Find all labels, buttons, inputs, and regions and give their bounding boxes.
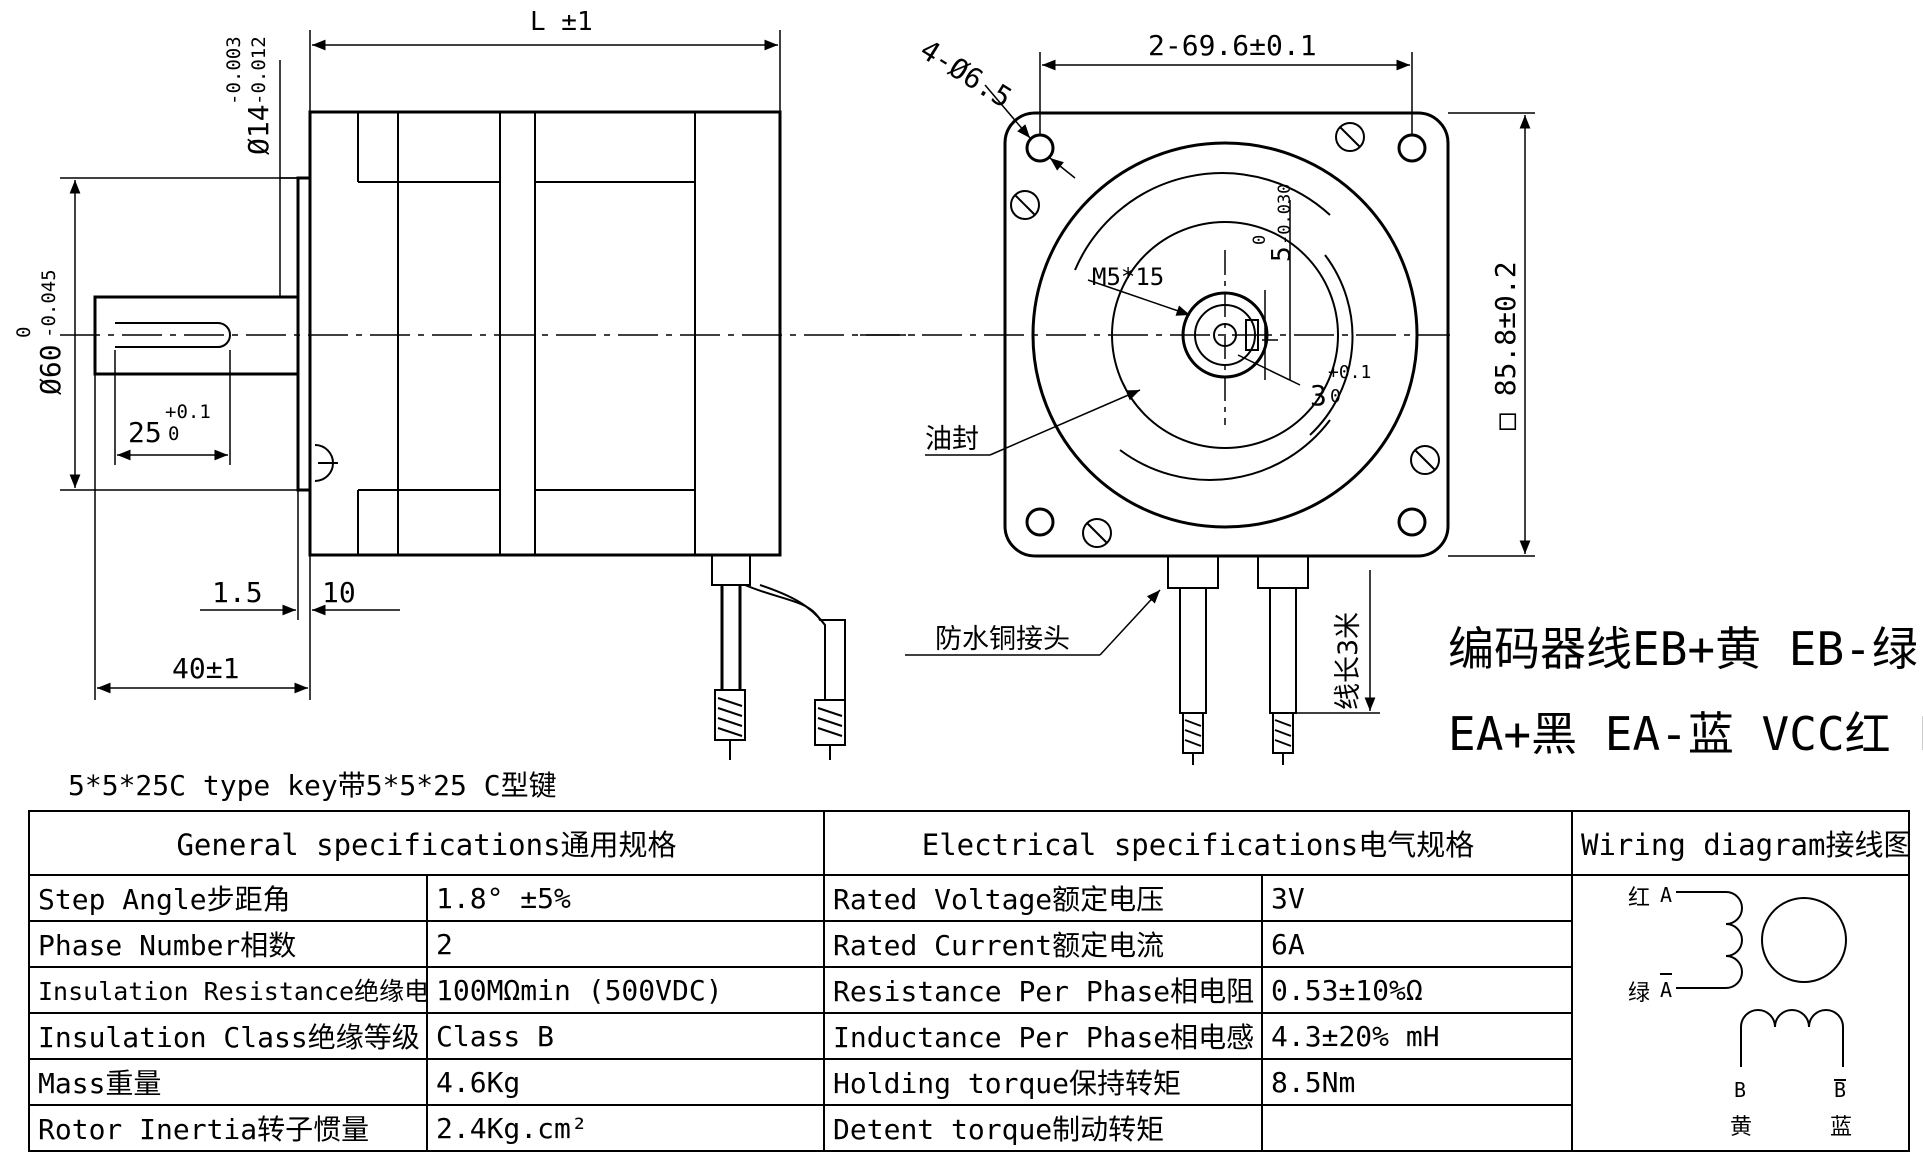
- general-value: 100MΩmin (500VDC): [425, 966, 826, 1014]
- general-value: 2.4Kg.cm²: [425, 1104, 826, 1152]
- wiring-header: Wiring diagram接线图: [1571, 810, 1911, 876]
- table-header-row: General specifications通用规格 Electrical sp…: [27, 810, 1911, 876]
- holes-label: 4-Ø6.5: [914, 33, 1017, 115]
- electrical-value: [1261, 1104, 1574, 1152]
- wire-red-label: 红: [1628, 886, 1650, 911]
- general-label: Insulation Resistance绝缘电阻: [28, 966, 428, 1014]
- table-row: Insulation Resistance绝缘电阻 100MΩmin (500V…: [28, 966, 1909, 1014]
- electrical-label: Rated Current额定电流: [823, 920, 1264, 968]
- wire-blue-label: 蓝: [1830, 1115, 1852, 1140]
- electrical-label: Holding torque保持转矩: [823, 1058, 1264, 1106]
- electrical-value: 0.53±10%Ω: [1261, 966, 1574, 1014]
- general-label: Step Angle步距角: [28, 874, 428, 922]
- key-depth-sup: +0.1: [1328, 362, 1371, 383]
- key-length-label: 25: [128, 416, 162, 449]
- keyway-tol-lower: -0.030: [1275, 184, 1295, 245]
- shaft-tol-lower: -0.012: [248, 36, 270, 105]
- general-value: 2: [425, 920, 826, 968]
- shaft-diameter-label: Ø14: [242, 104, 275, 155]
- key-note: 5*5*25C type key带5*5*25 C型键: [68, 769, 557, 802]
- wire-yellow-label: 黄: [1730, 1115, 1752, 1140]
- general-label: Rotor Inertia转子惯量: [28, 1104, 428, 1152]
- dim-40: 40±1: [172, 652, 239, 685]
- general-value: 4.6Kg: [425, 1058, 826, 1106]
- side-dimensions: [60, 30, 781, 700]
- flange-diameter-label: Ø60: [34, 344, 67, 395]
- wiring-cell: [1571, 874, 1911, 1152]
- encoder-line-2: EA+黑 EA-蓝 VCC红 EGND白: [1448, 707, 1923, 761]
- general-label: Phase Number相数: [28, 920, 428, 968]
- key-length-sub: 0: [168, 423, 179, 445]
- oil-seal-label: 油封: [925, 424, 979, 455]
- motor-symbol: [1761, 897, 1847, 983]
- spacing-label: 2-69.6±0.1: [1148, 29, 1317, 62]
- key-depth-label: 3: [1310, 379, 1327, 412]
- general-value: 1.8° ±5%: [425, 874, 826, 922]
- wire-green-label: 绿: [1628, 981, 1650, 1006]
- key-depth-sub: 0: [1330, 386, 1341, 407]
- table-row: Mass重量 4.6Kg Holding torque保持转矩 8.5Nm: [28, 1058, 1909, 1106]
- electrical-label: Rated Voltage额定电压: [823, 874, 1264, 922]
- side-dimension-text: L ±1 Ø14 -0.003 -0.012 Ø60 0 -0.045 25 +…: [13, 7, 593, 685]
- wiring-diagram: 红 A 绿 A B B 黄 蓝: [1628, 883, 1852, 1140]
- wire-a-bar-label: A: [1660, 978, 1672, 1002]
- motor-drawing: L ±1 Ø14 -0.003 -0.012 Ø60 0 -0.045 25 +…: [13, 7, 1923, 765]
- wire-b-label: B: [1734, 1078, 1746, 1102]
- table-row: Step Angle步距角 1.8° ±5% Rated Voltage额定电压…: [28, 874, 1911, 1152]
- electrical-label: Inductance Per Phase相电感: [823, 1012, 1264, 1060]
- thread-label: M5*15: [1092, 263, 1164, 291]
- general-header: General specifications通用规格: [27, 810, 826, 876]
- electrical-label: Resistance Per Phase相电阻: [823, 966, 1264, 1014]
- front-view: [860, 111, 1450, 765]
- electrical-value: 3V: [1261, 874, 1574, 922]
- electrical-label: Detent torque制动转矩: [823, 1104, 1264, 1152]
- wire-b-bar-label: B: [1834, 1078, 1846, 1102]
- key-length-sup: +0.1: [165, 401, 211, 423]
- general-label: Mass重量: [28, 1058, 428, 1106]
- keyway-width-label: 5: [1267, 246, 1297, 262]
- encoder-line-1: 编码器线EB+黄 EB-绿: [1448, 622, 1918, 676]
- dim-1-5: 1.5: [212, 576, 263, 609]
- table-row: Insulation Class绝缘等级 Class B Inductance …: [28, 1012, 1909, 1060]
- flange-tol-lower: -0.045: [38, 269, 60, 338]
- general-value: Class B: [425, 1012, 826, 1060]
- wire-a-label: A: [1660, 883, 1672, 907]
- square-size-label: □ 85.8±0.2: [1489, 261, 1522, 430]
- flange-tol-upper: 0: [13, 327, 35, 338]
- electrical-header: Electrical specifications电气规格: [823, 810, 1574, 876]
- connector-label: 防水铜接头: [935, 624, 1070, 655]
- front-dimensions: [905, 52, 1535, 714]
- spec-table: General specifications通用规格 Electrical sp…: [27, 810, 1911, 1152]
- length-label: L ±1: [530, 7, 593, 37]
- table-row: Phase Number相数 2 Rated Current额定电流 6A: [28, 920, 1909, 968]
- electrical-value: 6A: [1261, 920, 1574, 968]
- shaft-tol-upper: -0.003: [223, 36, 245, 105]
- side-view: [60, 110, 915, 760]
- table-row: Rotor Inertia转子惯量 2.4Kg.cm² Detent torqu…: [28, 1104, 1909, 1152]
- dim-10: 10: [322, 576, 356, 609]
- general-label: Insulation Class绝缘等级: [28, 1012, 428, 1060]
- keyway-tol-upper: 0: [1250, 235, 1270, 245]
- cable-length-label: 线长3米: [1333, 612, 1364, 710]
- electrical-value: 4.3±20% mH: [1261, 1012, 1574, 1060]
- electrical-value: 8.5Nm: [1261, 1058, 1574, 1106]
